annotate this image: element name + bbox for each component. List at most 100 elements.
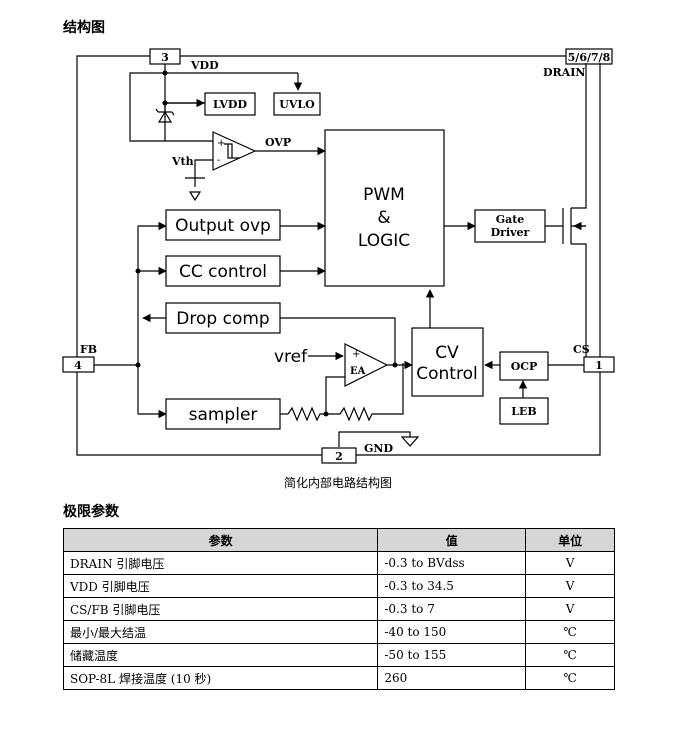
gnd-ground-icon [400,436,420,447]
section-title-limits: 极限参数 [63,504,119,520]
cell-unit: V [525,574,615,598]
ovp-minus-sign: - [217,155,220,166]
table-row: DRAIN 引脚电压 -0.3 to BVdss V [62,551,615,575]
ea-inverting-wire [325,376,345,414]
node-ea-out [392,362,398,368]
drain-label: DRAIN [543,66,585,79]
cell-unit: ℃ [525,643,615,667]
cs-label: CS [573,343,590,356]
cv-line2: Control [416,364,477,384]
lvdd-label: LVDD [213,98,248,111]
pwm-line3: LOGIC [358,231,410,251]
pin-3-number: 3 [161,51,169,64]
pin-1-box [583,356,615,373]
cell-value: -50 to 155 [377,643,527,667]
fb-wire [94,226,139,414]
table-header-row: 参数 值 单位 [62,528,615,552]
ovp-plus-sign: + [217,138,225,149]
node-vdd [162,70,168,76]
drop-comp-feedback [280,317,396,363]
cell-unit: V [525,551,615,575]
resistor-1-icon [287,406,332,422]
vdd-label: VDD [190,59,219,72]
vth-ground-icon [185,177,205,202]
node-fb [135,268,141,274]
pwm-logic-box [324,129,445,287]
table-row: SOP-8L 焊接温度 (10 秒) 260 ℃ [62,666,615,690]
limits-table: 参数 值 单位 DRAIN 引脚电压 -0.3 to BVdss V VDD 引… [62,528,615,690]
pin-4-number: 4 [74,359,82,372]
node-fb-2 [135,362,141,368]
cell-param: CS/FB 引脚电压 [62,597,379,621]
uvlo-label: UVLO [279,98,315,111]
ovp-label: OVP [265,136,291,149]
pin-1-number: 1 [595,359,603,372]
hysteresis-icon [224,143,240,159]
section-title-structure: 结构图 [63,20,105,36]
ovp-comparator [212,131,257,171]
cell-value: 260 [377,666,527,690]
fb-label: FB [80,343,97,356]
cell-unit: ℃ [525,666,615,690]
header-value: 值 [377,528,527,552]
cell-unit: ℃ [525,620,615,644]
pin-3-box [149,48,181,65]
cell-value: -0.3 to 34.5 [377,574,527,598]
cell-param: VDD 引脚电压 [62,574,379,598]
vref-label: vref [274,347,308,367]
sampler-box [165,398,281,430]
leb-label: LEB [511,405,536,418]
pin-2-number: 2 [335,450,343,463]
resistor-2-icon [332,363,404,422]
pin-5678-box [565,48,613,65]
cc-control-box [165,255,281,287]
table-row: 最小/最大结温 -40 to 150 ℃ [62,620,615,644]
cell-value: -0.3 to 7 [377,597,527,621]
cell-value: -0.3 to BVdss [377,551,527,575]
cc-control-label: CC control [179,262,267,282]
vth-wire [194,159,213,187]
cell-param: DRAIN 引脚电压 [62,551,379,575]
uvlo-box [273,92,321,116]
ocp-box [499,351,549,381]
gate-driver-box [474,209,546,243]
sampler-label: sampler [189,405,258,425]
output-ovp-box [165,209,281,241]
pin-4-box [62,356,95,373]
vth-label: Vth [171,155,194,168]
ea-label: EA [350,366,366,377]
zener-diode-icon [155,103,175,123]
cell-value: -40 to 150 [377,620,527,644]
pin-5678-number: 5/6/7/8 [568,51,611,64]
ea-plus-sign: + [352,349,360,360]
header-unit: 单位 [525,528,615,552]
cv-line1: CV [435,343,459,363]
drop-comp-label: Drop comp [176,309,269,329]
mosfet-icon [562,63,587,357]
gate-driver-line2: Driver [491,226,530,239]
table-row: 储藏温度 -50 to 155 ℃ [62,643,615,667]
table-row: CS/FB 引脚电压 -0.3 to 7 V [62,597,615,621]
drop-comp-box [165,302,281,334]
cell-param: 储藏温度 [62,643,379,667]
output-ovp-label: Output ovp [175,216,271,236]
diagram-caption: 简化内部电路结构图 [283,476,392,490]
cell-unit: V [525,597,615,621]
cv-control-box [411,327,484,397]
chip-outline [76,55,601,456]
pwm-line2: & [377,208,390,228]
ea-amplifier [344,343,389,387]
pin-2-box [321,447,357,464]
lvdd-box [204,92,256,116]
gate-driver-line1: Gate [496,213,525,226]
node-divider [323,411,329,417]
header-param: 参数 [62,528,379,552]
gnd-label: GND [364,442,393,455]
ocp-label: OCP [511,360,538,373]
cell-param: SOP-8L 焊接温度 (10 秒) [62,666,379,690]
cell-param: 最小/最大结温 [62,620,379,644]
table-row: VDD 引脚电压 -0.3 to 34.5 V [62,574,615,598]
block-diagram: 3 VDD 5/6/7/8 DRAIN 4 FB 1 CS 2 GND LVDD… [62,48,615,464]
pwm-line1: PWM [363,185,405,205]
leb-box [499,397,549,425]
